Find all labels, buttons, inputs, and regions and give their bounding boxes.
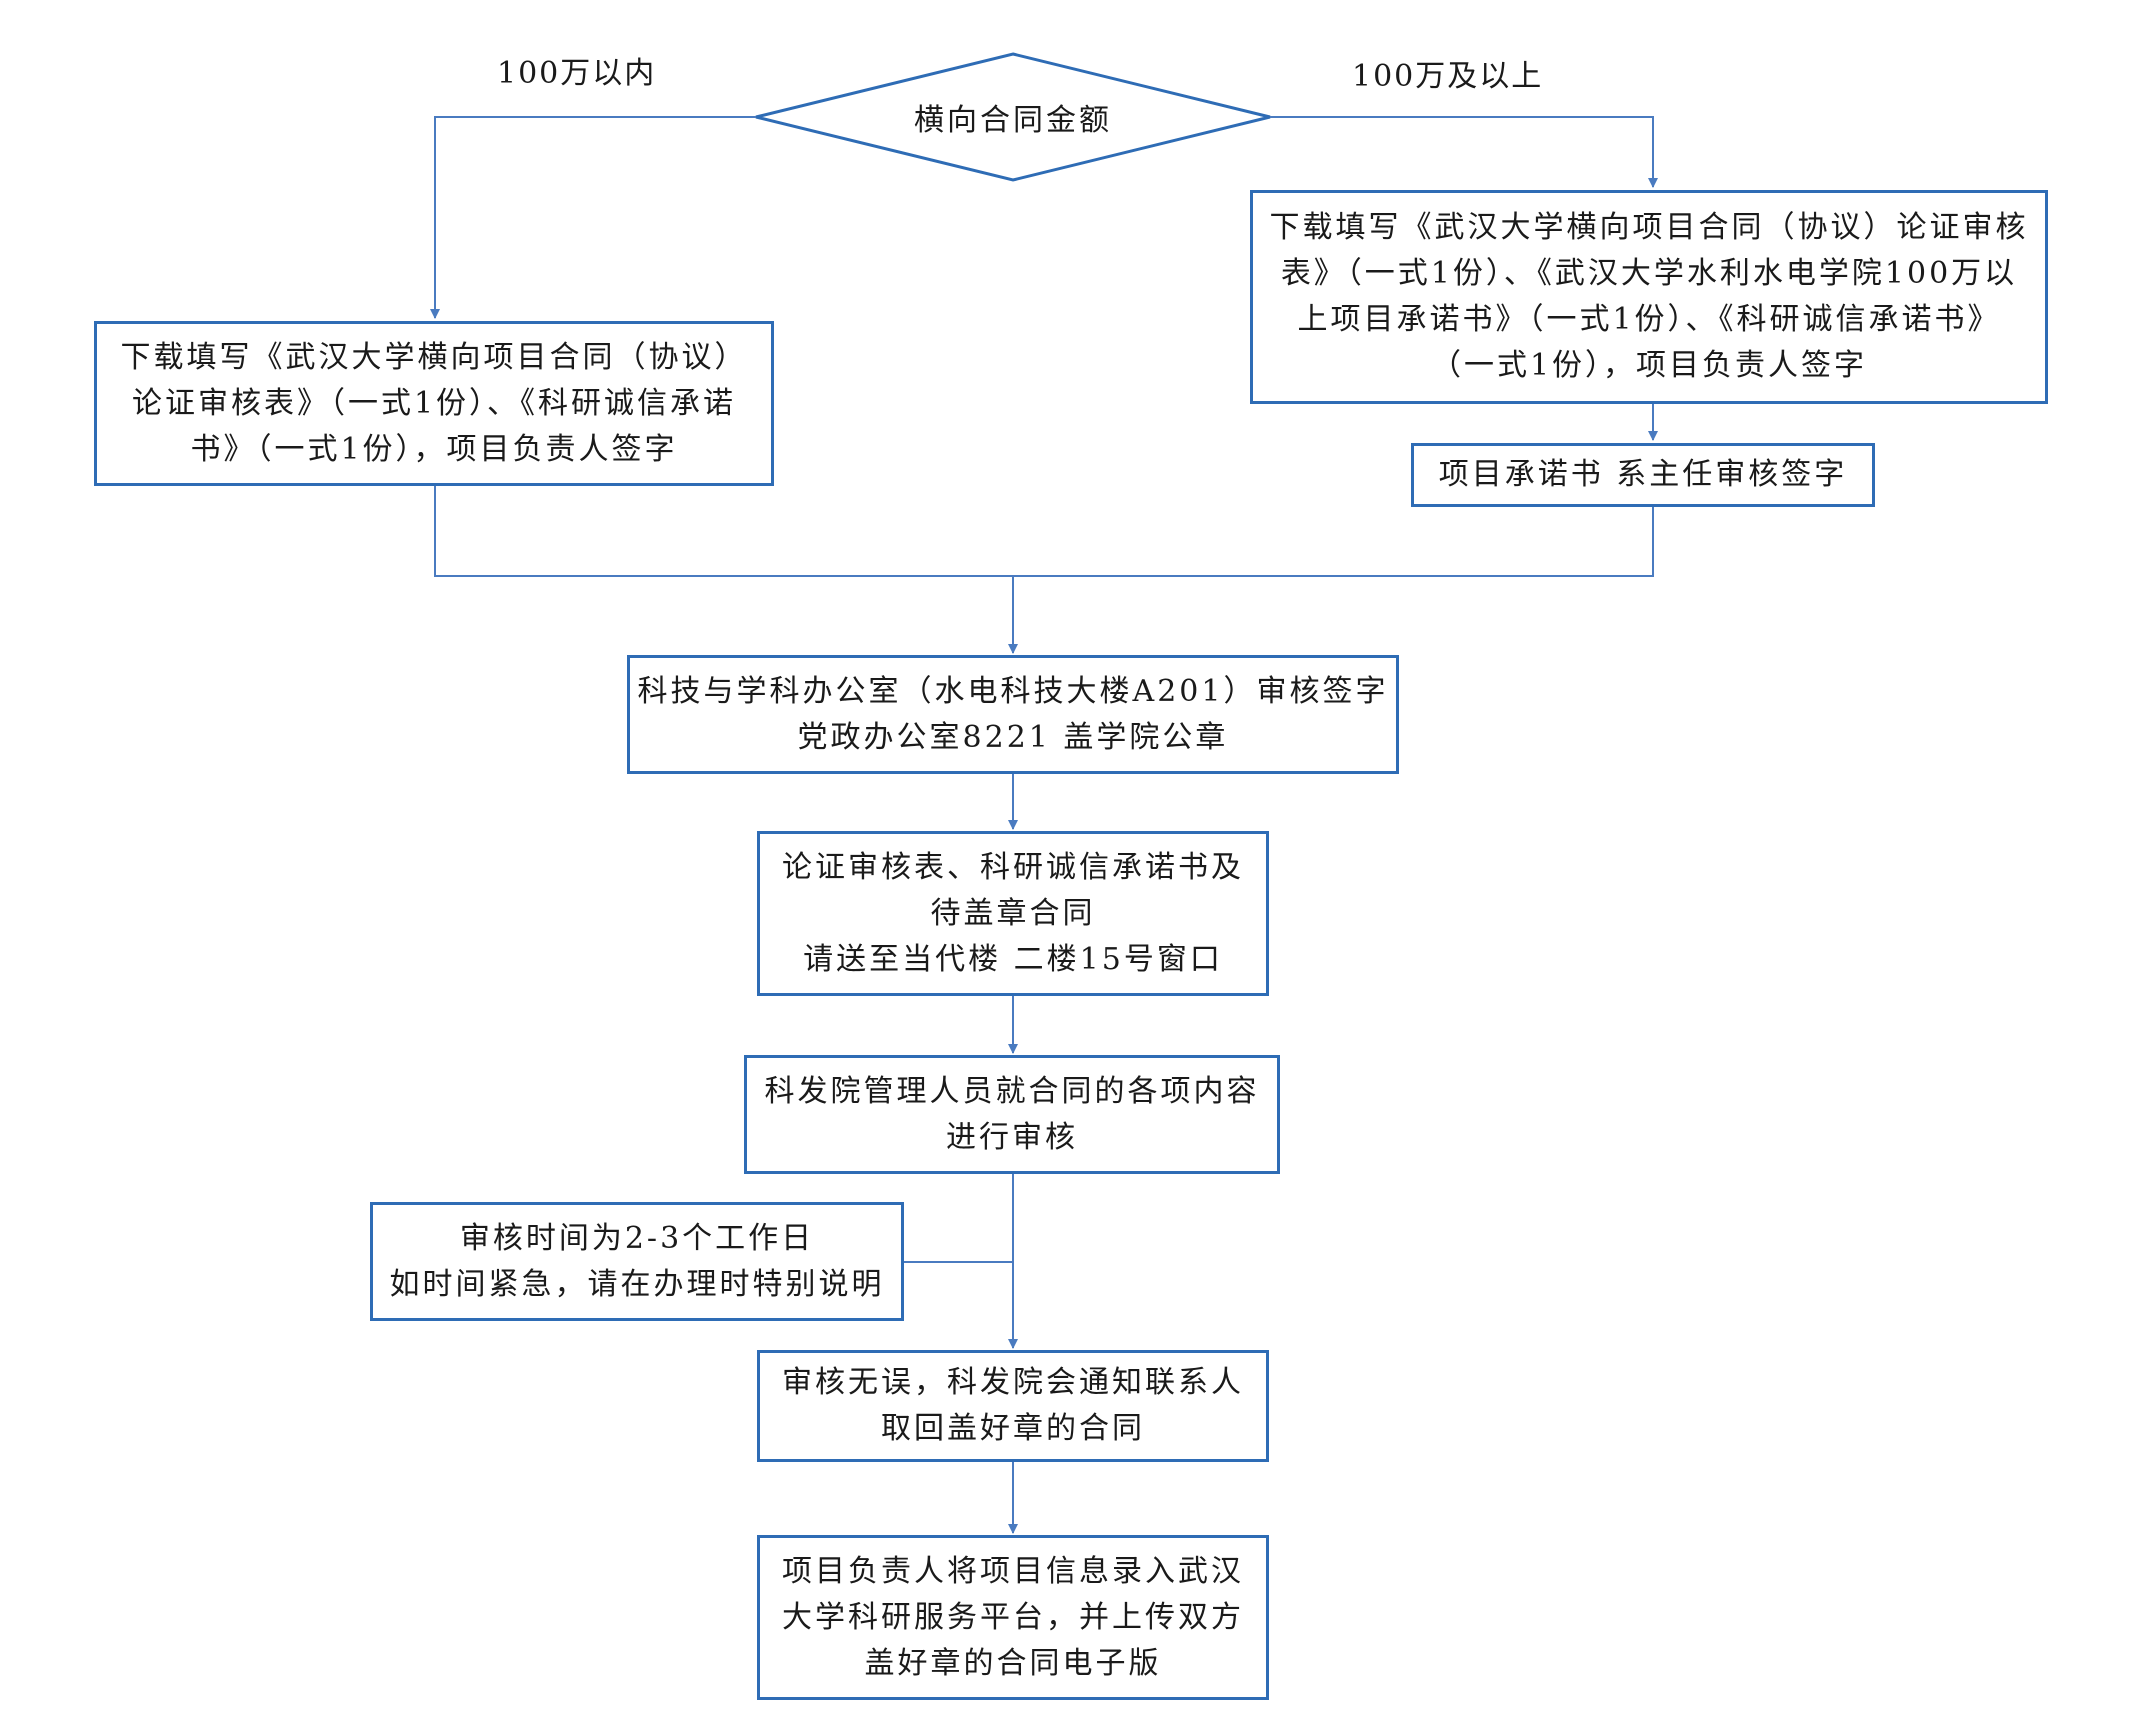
decision-diamond	[755, 52, 1271, 182]
step1-line-2: 党政办公室8221 盖学院公章	[797, 719, 1229, 755]
step-office-review-box: 科技与学科办公室（水电科技大楼A201）审核签字 党政办公室8221 盖学院公章	[627, 655, 1399, 774]
step4-line-1: 审核无误，科发院会通知联系人	[782, 1365, 1244, 1400]
branch-label-under-1m: 100万以内	[497, 56, 657, 91]
right-box-line-1: 下载填写《武汉大学横向项目合同（协议）论证审核	[1269, 210, 2029, 245]
right-box-line-4: （一式1份），项目负责人签字	[1430, 348, 1868, 383]
step1-line-1: 科技与学科办公室（水电科技大楼A201）审核签字	[637, 673, 1389, 709]
step4-line-2: 取回盖好章的合同	[881, 1411, 1145, 1446]
connector-subbox-to-merge	[1013, 507, 1654, 577]
step5-line-1: 项目负责人将项目信息录入武汉	[782, 1553, 1244, 1589]
step-upload-platform-box: 项目负责人将项目信息录入武汉 大学科研服务平台，并上传双方 盖好章的合同电子版	[757, 1535, 1269, 1700]
left-box-line-3: 书》（一式1份），项目负责人签字	[190, 431, 678, 467]
left-box-line-2: 论证审核表》（一式1份）、《科研诚信承诺	[131, 385, 737, 421]
note-line-2: 如时间紧急，请在办理时特别说明	[389, 1266, 885, 1302]
note-line-1: 审核时间为2-3个工作日	[459, 1220, 815, 1256]
step2-line-1: 论证审核表、科研诚信承诺书及	[782, 849, 1244, 885]
step-submit-documents-box: 论证审核表、科研诚信承诺书及 待盖章合同 请送至当代楼 二楼15号窗口	[757, 831, 1269, 996]
right-download-form-box: 下载填写《武汉大学横向项目合同（协议）论证审核 表》（一式1份）、《武汉大学水利…	[1250, 190, 2048, 404]
step-contract-review-box: 科发院管理人员就合同的各项内容 进行审核	[744, 1055, 1280, 1174]
department-head-sign-box: 项目承诺书 系主任审核签字	[1411, 443, 1875, 507]
connector-decision-to-left	[430, 116, 756, 319]
step5-line-2: 大学科研服务平台，并上传双方	[782, 1599, 1244, 1635]
step2-line-2: 待盖章合同	[930, 895, 1096, 931]
branch-label-1m-and-above: 100万及以上	[1352, 59, 1544, 94]
right-box-line-3: 上项目承诺书》（一式1份）、《科研诚信承诺书》	[1297, 302, 2001, 337]
decision-label: 横向合同金额	[914, 103, 1112, 138]
left-box-line-1: 下载填写《武汉大学横向项目合同（协议）	[120, 339, 748, 375]
connector-decision-to-right	[1270, 116, 1658, 188]
step5-line-3: 盖好章的合同电子版	[864, 1645, 1162, 1681]
step3-line-1: 科发院管理人员就合同的各项内容	[764, 1073, 1260, 1109]
sub-box-line-1: 项目承诺书 系主任审核签字	[1438, 457, 1848, 492]
step-pickup-contract-box: 审核无误，科发院会通知联系人 取回盖好章的合同	[757, 1350, 1269, 1462]
right-box-line-2: 表》（一式1份）、《武汉大学水利水电学院100万以	[1280, 256, 2018, 291]
step3-line-2: 进行审核	[946, 1119, 1078, 1155]
left-download-form-box: 下载填写《武汉大学横向项目合同（协议） 论证审核表》（一式1份）、《科研诚信承诺…	[94, 321, 774, 486]
step2-line-3: 请送至当代楼 二楼15号窗口	[803, 941, 1223, 977]
connector-left-to-merge	[434, 486, 1013, 577]
review-time-note-box: 审核时间为2-3个工作日 如时间紧急，请在办理时特别说明	[370, 1202, 904, 1321]
